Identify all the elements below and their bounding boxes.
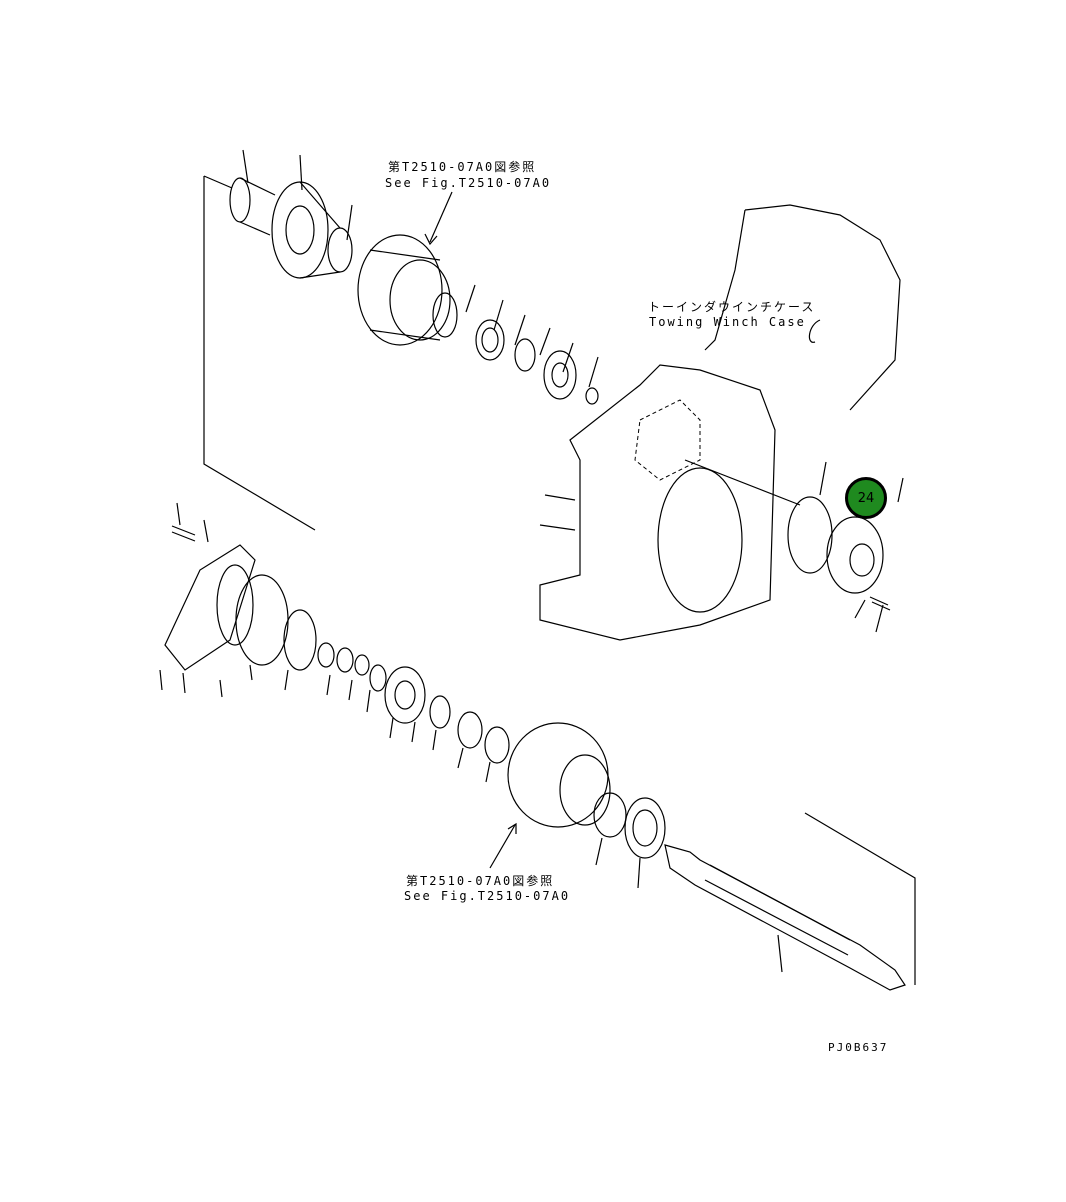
part-callout-24[interactable]: 24 — [845, 477, 887, 519]
top-ref-jp: 第T2510-07A0図参照 — [388, 160, 537, 174]
case-label-jp: トーインダウインチケース — [648, 300, 816, 314]
top-ref-en: See Fig.T2510-07A0 — [385, 176, 552, 190]
lower-shaft-assembly — [159, 502, 916, 991]
case-label-en: Towing Winch Case — [649, 315, 806, 329]
towing-winch-case — [539, 204, 901, 641]
bottom-ref-jp: 第T2510-07A0図参照 — [406, 874, 555, 888]
upper-shaft-assembly — [203, 149, 599, 531]
bottom-ref-en: See Fig.T2510-07A0 — [404, 889, 571, 903]
cover-part-24 — [787, 461, 904, 633]
drawing-code: PJ0B637 — [828, 1041, 889, 1054]
